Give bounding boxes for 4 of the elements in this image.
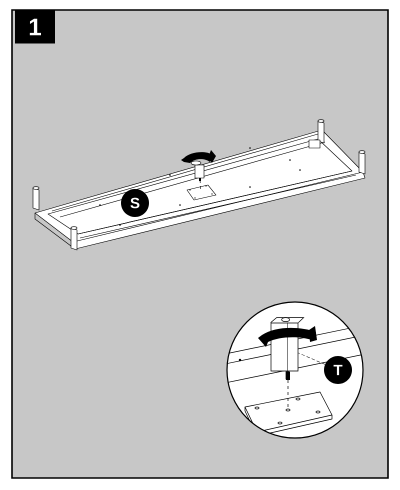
callout-badge: S (121, 189, 149, 217)
leader-line (298, 352, 326, 365)
callout-badge: T (324, 356, 352, 384)
step-number-badge: 1 (15, 10, 55, 44)
